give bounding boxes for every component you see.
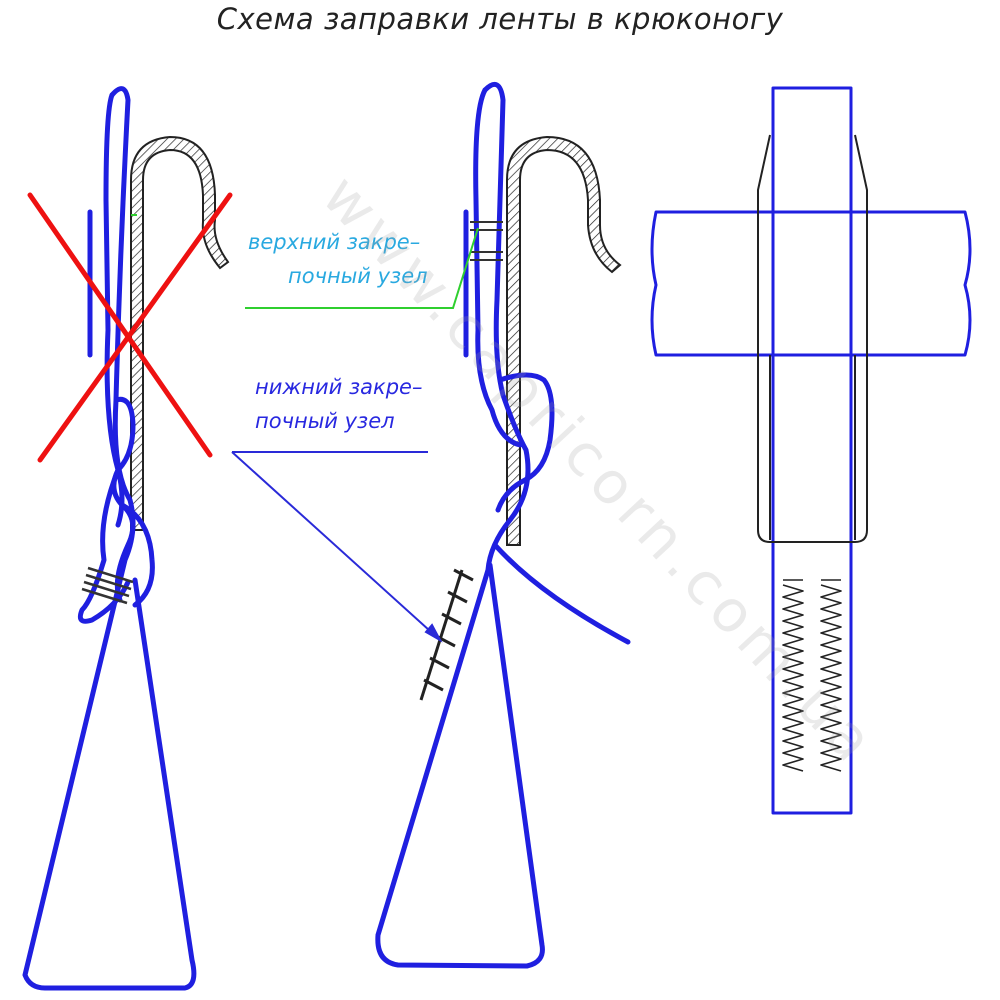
upper-knot-label: верхний закре– почный узел xyxy=(248,225,428,293)
lower-knot-label-line1: нижний закре– xyxy=(255,375,423,399)
lower-knot-leader xyxy=(231,451,443,643)
lower-knot-middle xyxy=(419,568,474,701)
lower-knot-label-line2: почный узел xyxy=(255,409,395,433)
lower-knot-label: нижний закре– почный узел xyxy=(255,370,422,438)
tape-middle xyxy=(375,81,631,969)
correct-threading-figure xyxy=(375,81,631,969)
upper-knot-middle xyxy=(470,221,503,261)
knot-left xyxy=(81,566,134,605)
front-view-figure xyxy=(650,86,972,815)
stitching-left xyxy=(782,584,804,772)
upper-knot-label-line2: почный узел xyxy=(288,264,428,288)
stitching-right xyxy=(820,584,842,772)
hook-middle xyxy=(506,135,622,546)
cross-out-mark xyxy=(27,192,233,463)
upper-knot-leader xyxy=(245,227,479,309)
upper-knot-label-line1: верхний закре– xyxy=(248,230,421,254)
hook-left xyxy=(130,135,230,531)
incorrect-threading-figure xyxy=(22,86,233,991)
diagram-title: Схема заправки ленты в крюконогу xyxy=(216,2,784,36)
